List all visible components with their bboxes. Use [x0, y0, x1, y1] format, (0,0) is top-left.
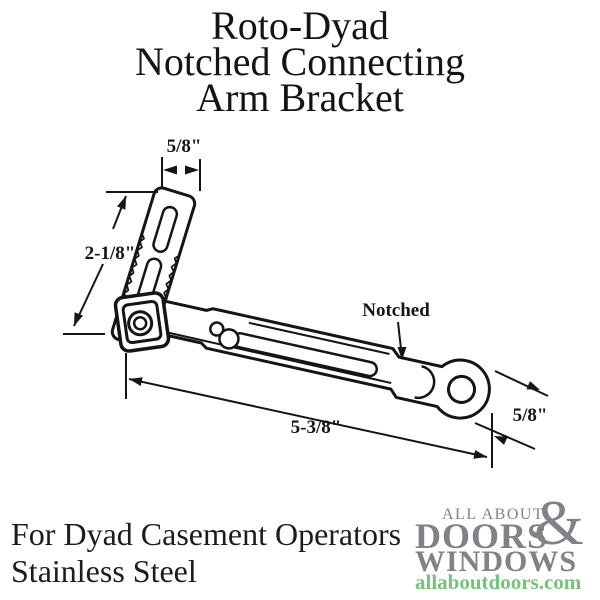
dim-top-arrow-left [163, 165, 177, 175]
product-description: For Dyad Casement Operators Stainless St… [11, 516, 401, 590]
notched-callout: Notched [362, 300, 430, 360]
dim-plate-arrow-up [117, 196, 126, 210]
dim-arm-length: 5-3/8" [125, 353, 493, 468]
dim-end-arrow-upper [526, 381, 540, 390]
arm-top-lip-line [248, 321, 390, 355]
product-title-line1: Roto-Dyad [211, 3, 389, 48]
dim-end-line-lower [474, 422, 536, 450]
dim-plate-arrow-down [74, 312, 83, 326]
product-title: Roto-Dyad Notched Connecting Arm Bracket [0, 3, 600, 120]
logo-all-about: ALL ABOUT [442, 506, 545, 523]
arm-end-hole [447, 374, 477, 404]
dim-arm-arrow-right [473, 450, 487, 459]
product-title-line3: Arm Bracket [196, 75, 404, 120]
dim-end-line-upper [494, 370, 549, 397]
dim-arm-length-label: 5-3/8" [291, 417, 342, 438]
dim-top-width-label: 5/8" [167, 136, 202, 157]
pivot-housing [113, 291, 171, 353]
dim-end-width-label: 5/8" [513, 405, 548, 426]
product-title-line2: Notched Connecting [135, 39, 465, 84]
arm-bottom-lip-line [160, 330, 392, 385]
dim-top-arrow-right [185, 165, 199, 175]
logo-website: allaboutdoors.com [415, 570, 582, 594]
product-application: For Dyad Casement Operators [11, 516, 402, 552]
rivet-inner-circle [132, 316, 148, 331]
logo-doors: DOORS [415, 516, 549, 556]
arm-channel-end-arc [414, 364, 436, 400]
dim-end-width: 5/8" [474, 370, 549, 450]
dim-arm-line [128, 378, 488, 458]
connecting-arm [153, 298, 491, 420]
dim-plate-length: 2-1/8" [63, 195, 136, 335]
keyhole-notch-large-lobe [218, 328, 240, 350]
logo-windows: WINDOWS [415, 545, 578, 578]
dimension-annotations: 5/8" 2-1/8" Notched 5-3/8" [63, 136, 549, 468]
dim-plate-length-label: 2-1/8" [85, 243, 136, 264]
logo-ampersand: & [534, 487, 584, 558]
notched-arrow-shaft [397, 321, 402, 350]
dim-end-arrow-lower [494, 436, 508, 445]
product-material: Stainless Steel [11, 553, 197, 589]
keyhole-notch-small-lobe [209, 321, 225, 337]
dim-top-width: 5/8" [106, 136, 202, 193]
dim-arm-arrow-left [129, 377, 143, 386]
notched-arrow-head [397, 347, 407, 360]
plate-slot-upper [152, 205, 179, 253]
notched-label: Notched [362, 300, 430, 321]
store-logo: ALL ABOUT & DOORS WINDOWS allaboutdoors.… [415, 487, 600, 600]
